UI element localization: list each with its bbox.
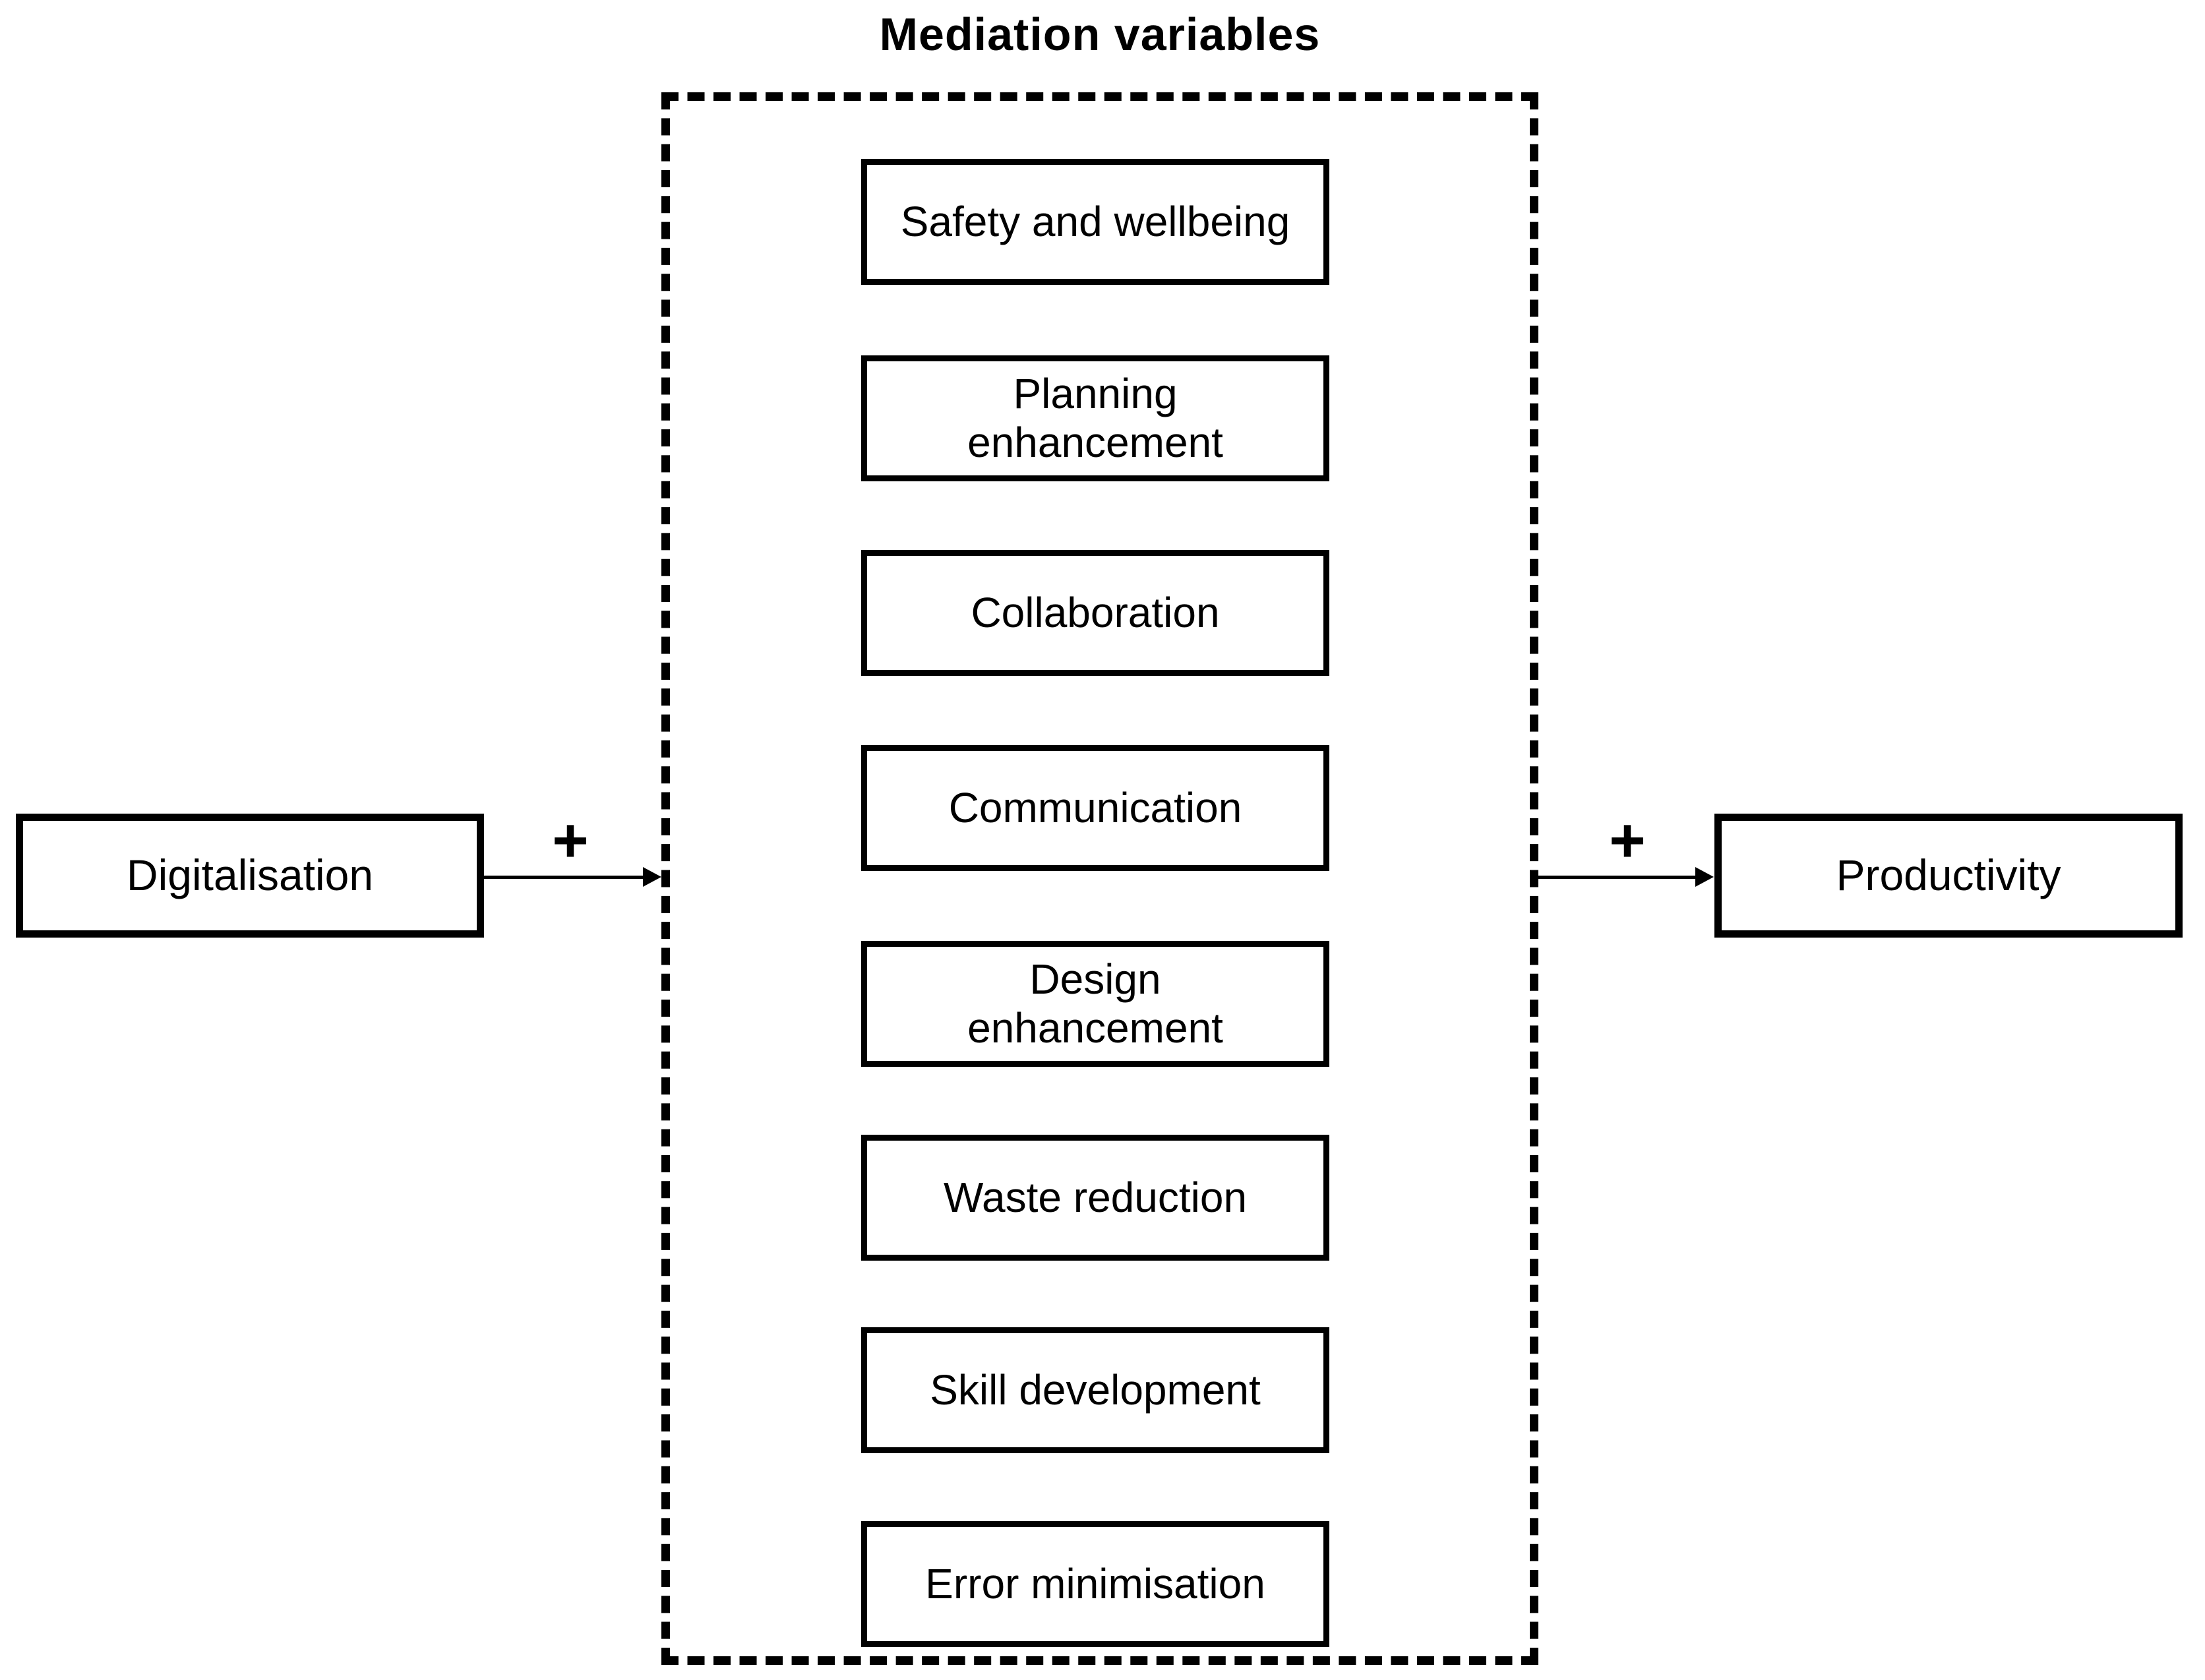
- mediator-box-waste-reduction: Waste reduction: [861, 1135, 1329, 1261]
- arrowhead-right-icon: [1695, 867, 1714, 887]
- mediator-box-skill-development: Skill development: [861, 1327, 1329, 1453]
- mediator-box-safety-and-wellbeing: Safety and wellbeing: [861, 159, 1329, 285]
- left-arrow-plus-label: +: [552, 806, 589, 876]
- digitalisation-box: Digitalisation: [16, 814, 484, 938]
- arrowhead-right-icon: [643, 867, 661, 887]
- mediator-box-collaboration: Collaboration: [861, 550, 1329, 676]
- arrow-mediators-to-productivity: [1538, 876, 1697, 879]
- mediation-variables-title: Mediation variables: [879, 9, 1321, 60]
- right-arrow-plus-label: +: [1609, 806, 1646, 876]
- arrow-digitalisation-to-mediators: [484, 876, 644, 879]
- mediator-box-error-minimisation: Error minimisation: [861, 1521, 1329, 1647]
- mediator-box-communication: Communication: [861, 745, 1329, 871]
- mediation-variables-container: [661, 92, 1538, 1665]
- mediator-box-planning-enhancement: Planning enhancement: [861, 355, 1329, 481]
- productivity-box: Productivity: [1714, 814, 2183, 938]
- mediator-box-design-enhancement: Design enhancement: [861, 941, 1329, 1067]
